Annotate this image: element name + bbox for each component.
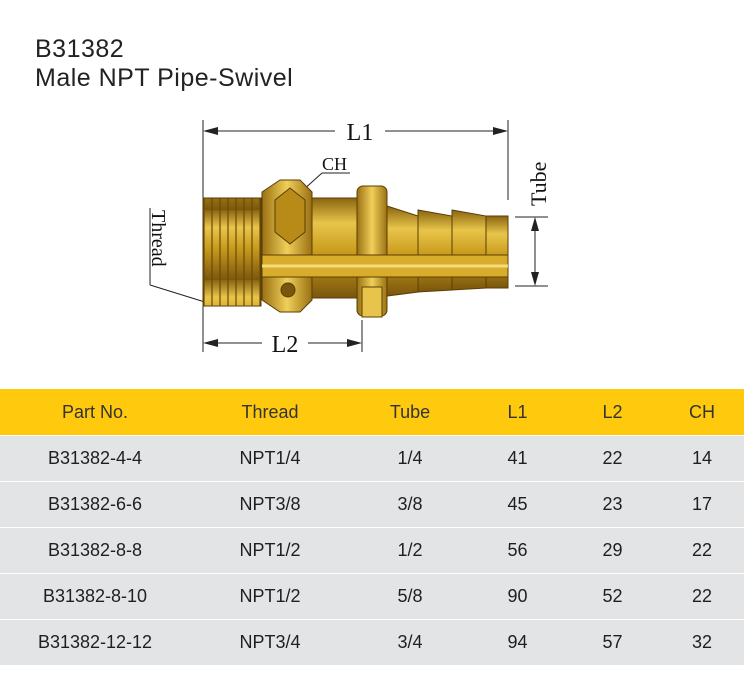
tube-cell: 3/4: [397, 632, 423, 652]
l1-label: L1: [347, 120, 374, 146]
l2-dimension: L2: [202, 300, 363, 358]
ch-cell: 22: [691, 540, 713, 560]
thread-label: Thread: [147, 210, 169, 267]
ch-cell: 22: [691, 586, 713, 606]
column-header-l1: L1: [507, 401, 528, 422]
l2-cell: 29: [602, 540, 623, 560]
table-row: B31382-6-6 NPT3/8 3/8 45 23 17: [0, 481, 744, 527]
l1-cell: 45: [507, 494, 528, 514]
thread-cell: NPT1/4: [239, 448, 301, 468]
column-header-tube: Tube: [389, 401, 431, 422]
thread-callout: Thread: [147, 208, 209, 304]
tube-cell: 1/2: [397, 540, 423, 560]
l2-cell: 57: [602, 632, 623, 652]
part-no-cell: B31382-8-10: [42, 586, 148, 606]
part-no-cell: B31382-8-8: [47, 540, 143, 560]
table-row: B31382-12-12 NPT3/4 3/4 94 57 32: [0, 619, 744, 665]
table-row: B31382-8-8 NPT1/2 1/2 56 29 22: [0, 527, 744, 573]
thread-cell: NPT3/4: [239, 632, 301, 652]
tube-cell: 3/8: [397, 494, 423, 514]
ch-cell: 14: [691, 448, 713, 468]
column-header-ch: CH: [689, 401, 715, 422]
ch-cell: 32: [691, 632, 713, 652]
ch-label: CH: [322, 154, 347, 174]
l1-cell: 56: [507, 540, 528, 560]
thread-cell: NPT1/2: [239, 540, 301, 560]
tube-cell: 5/8: [397, 586, 423, 606]
table-row: B31382-8-10 NPT1/2 5/8 90 52 22: [0, 573, 744, 619]
tube-cell: 1/4: [397, 448, 423, 468]
l2-cell: 23: [602, 494, 623, 514]
thread-cell: NPT3/8: [239, 494, 301, 514]
product-code: B31382: [35, 35, 125, 63]
l1-cell: 41: [507, 448, 528, 468]
tube-dimension: Tube: [515, 162, 551, 287]
l1-dimension: L1: [202, 120, 509, 200]
l1-cell: 94: [507, 632, 528, 652]
l2-cell: 52: [602, 586, 623, 606]
part-no-cell: B31382-12-12: [37, 632, 153, 652]
fitting-illustration: [202, 179, 509, 318]
ch-cell: 17: [691, 494, 713, 514]
thread-cell: NPT1/2: [239, 586, 301, 606]
l2-cell: 22: [602, 448, 623, 468]
specification-table: Part No. Thread Tube L1 L2 CH B31382-4-4…: [0, 389, 744, 693]
l1-cell: 90: [507, 586, 528, 606]
column-header-part-no: Part No.: [61, 401, 129, 422]
l2-label: L2: [272, 332, 299, 358]
tube-label: Tube: [526, 162, 551, 206]
fitting-diagram: L1 CH Thread Tube L2: [147, 120, 551, 358]
table-header-row: Part No. Thread Tube L1 L2 CH: [0, 389, 744, 435]
product-name: Male NPT Pipe-Swivel: [35, 64, 294, 92]
part-no-cell: B31382-6-6: [47, 494, 143, 514]
column-header-l2: L2: [602, 401, 623, 422]
table-row: B31382-4-4 NPT1/4 1/4 41 22 14: [0, 435, 744, 481]
part-no-cell: B31382-4-4: [47, 448, 143, 468]
column-header-thread: Thread: [241, 401, 299, 422]
